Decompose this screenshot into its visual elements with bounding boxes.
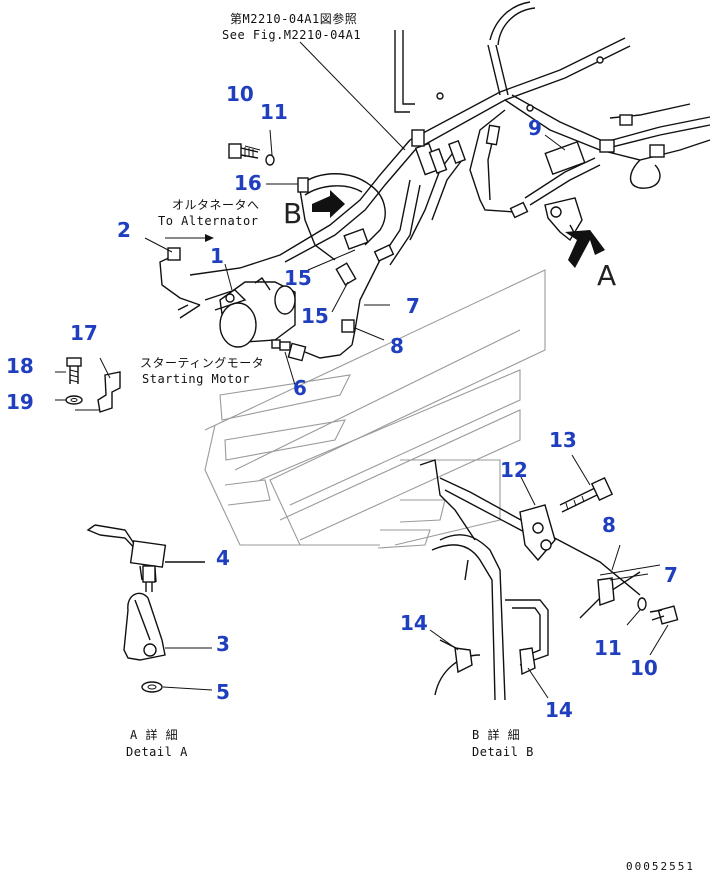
ref-note-en: See Fig.M2210-04A1: [222, 28, 362, 42]
bracket-17-group: [55, 357, 121, 413]
callout-10-upper: 10: [226, 82, 254, 106]
callout-14-left: 14: [400, 611, 428, 635]
callout-2: 2: [117, 218, 131, 242]
detail-a-assembly: [86, 524, 213, 693]
callout-11-upper: 11: [260, 100, 288, 124]
callout-6: 6: [293, 376, 307, 400]
detail-b-title-jp: B 詳 細: [472, 728, 521, 742]
alternator-note-jp: オルタネータへ: [172, 198, 260, 212]
starting-motor-note-jp: スターティングモータ: [140, 356, 265, 370]
callout-1: 1: [210, 244, 224, 268]
sheet-number: 00052551: [626, 860, 695, 873]
callout-3: 3: [216, 632, 230, 656]
detail-a-title-en: Detail A: [126, 745, 188, 759]
callout-12: 12: [500, 458, 528, 482]
callout-15-lower: 15: [301, 304, 329, 328]
callout-19: 19: [6, 390, 34, 414]
callout-9: 9: [528, 116, 542, 140]
ref-note-jp: 第M2210-04A1図参照: [230, 12, 358, 26]
callout-7-detail-b: 7: [664, 563, 678, 587]
callout-15-upper: 15: [284, 266, 312, 290]
callout-8-upper: 8: [390, 334, 404, 358]
callout-8-detail-b: 8: [602, 513, 616, 537]
view-arrows: [312, 190, 605, 268]
callout-17: 17: [70, 321, 98, 345]
detail-b-assembly: [419, 454, 679, 701]
callout-11-detail-b: 11: [594, 636, 622, 660]
chassis-outline: [204, 269, 546, 549]
leader-lines: [144, 41, 566, 386]
view-letter-a: A: [597, 259, 617, 292]
callout-14-right: 14: [545, 698, 573, 722]
callout-18: 18: [6, 354, 34, 378]
detail-b-title-en: Detail B: [472, 745, 534, 759]
callout-13: 13: [549, 428, 577, 452]
alternator-note-en: To Alternator: [158, 214, 259, 228]
detail-a-title-jp: A 詳 細: [130, 728, 179, 742]
starting-motor: [179, 277, 296, 348]
starting-motor-note-en: Starting Motor: [142, 372, 251, 386]
upper-bolt-washer: [228, 143, 275, 166]
main-harness: [159, 1, 711, 359]
callout-5: 5: [216, 680, 230, 704]
harness-connectors: [167, 56, 665, 333]
callout-16: 16: [234, 171, 262, 195]
view-letter-b: B: [283, 197, 303, 230]
sender-6: [271, 339, 307, 362]
callout-7-upper: 7: [406, 294, 420, 318]
callout-10-detail-b: 10: [630, 656, 658, 680]
callout-4: 4: [216, 546, 230, 570]
